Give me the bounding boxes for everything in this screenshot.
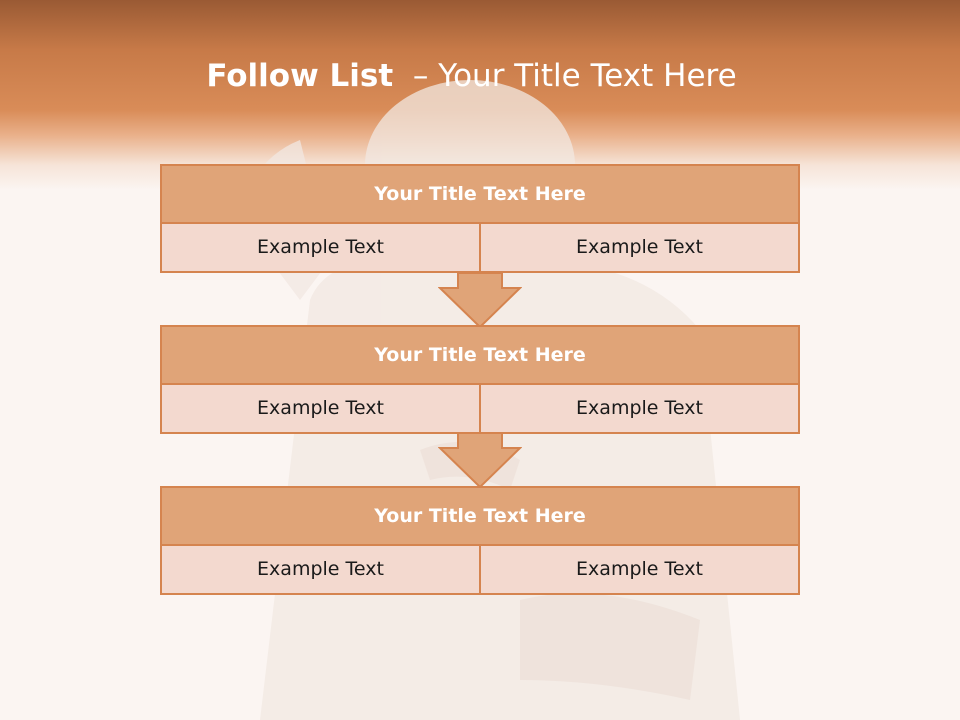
down-arrow-icon <box>438 272 522 328</box>
flow-box-1: Your Title Text Here Example Text Exampl… <box>160 164 800 273</box>
box-title: Your Title Text Here <box>162 488 798 546</box>
down-arrow-icon <box>438 432 522 488</box>
flow-box-2: Your Title Text Here Example Text Exampl… <box>160 325 800 434</box>
box-cell-right: Example Text <box>479 546 798 593</box>
box-cell-right: Example Text <box>479 385 798 432</box>
box-cell-left: Example Text <box>257 397 384 419</box>
flow-box-3: Your Title Text Here Example Text Exampl… <box>160 486 800 595</box>
box-title: Your Title Text Here <box>162 166 798 224</box>
box-cell-right: Example Text <box>479 224 798 271</box>
box-cell-left: Example Text <box>257 236 384 258</box>
box-row: Example Text Example Text <box>162 385 798 432</box>
box-title: Your Title Text Here <box>162 327 798 385</box>
slide-title: Follow List – Your Title Text Here <box>0 52 943 100</box>
title-rest: – Your Title Text Here <box>412 58 737 94</box>
title-bold: Follow List <box>206 58 394 94</box>
box-row: Example Text Example Text <box>162 546 798 593</box>
box-row: Example Text Example Text <box>162 224 798 271</box>
box-cell-left: Example Text <box>257 558 384 580</box>
